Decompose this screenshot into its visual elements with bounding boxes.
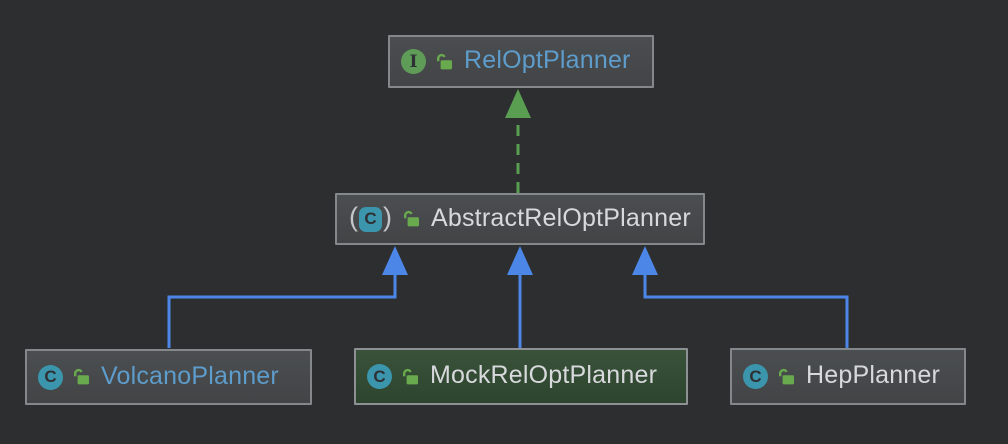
edge-implements-abstract-to-reloptplanner bbox=[505, 89, 531, 193]
edge-extends-mock-to-abstract bbox=[507, 246, 533, 348]
extends-arrowhead-icon bbox=[507, 246, 533, 275]
class-icon: C bbox=[743, 364, 768, 389]
implements-arrowhead-icon bbox=[505, 89, 531, 118]
public-unlocked-icon bbox=[437, 53, 452, 69]
class-name-label: VolcanoPlanner bbox=[101, 361, 279, 390]
public-unlocked-icon bbox=[74, 368, 89, 385]
abstract-class-icon: ( C ) bbox=[349, 201, 392, 232]
interface-icon: I bbox=[401, 49, 426, 74]
node-volcano-planner[interactable]: C VolcanoPlanner bbox=[25, 349, 312, 405]
extends-arrowhead-icon bbox=[632, 246, 658, 275]
public-unlocked-icon bbox=[779, 368, 794, 384]
extends-arrowhead-icon bbox=[382, 246, 408, 275]
class-icon: C bbox=[367, 364, 392, 389]
node-hep-planner[interactable]: C HepPlanner bbox=[730, 348, 966, 405]
node-abstract-rel-opt-planner[interactable]: ( C ) AbstractRelOptPlanner bbox=[335, 193, 705, 245]
class-name-label: RelOptPlanner bbox=[464, 46, 631, 74]
public-unlocked-icon bbox=[404, 210, 419, 227]
edge-extends-hep-to-abstract bbox=[632, 246, 849, 348]
node-rel-opt-planner[interactable]: I RelOptPlanner bbox=[388, 35, 654, 88]
class-icon: C bbox=[38, 364, 63, 390]
class-name-label: MockRelOptPlanner bbox=[430, 361, 658, 389]
class-name-label: AbstractRelOptPlanner bbox=[431, 203, 691, 232]
node-mock-rel-opt-planner[interactable]: C MockRelOptPlanner bbox=[354, 348, 688, 405]
public-unlocked-icon bbox=[403, 368, 418, 384]
class-name-label: HepPlanner bbox=[806, 361, 941, 389]
edge-extends-volcano-to-abstract bbox=[167, 246, 408, 348]
